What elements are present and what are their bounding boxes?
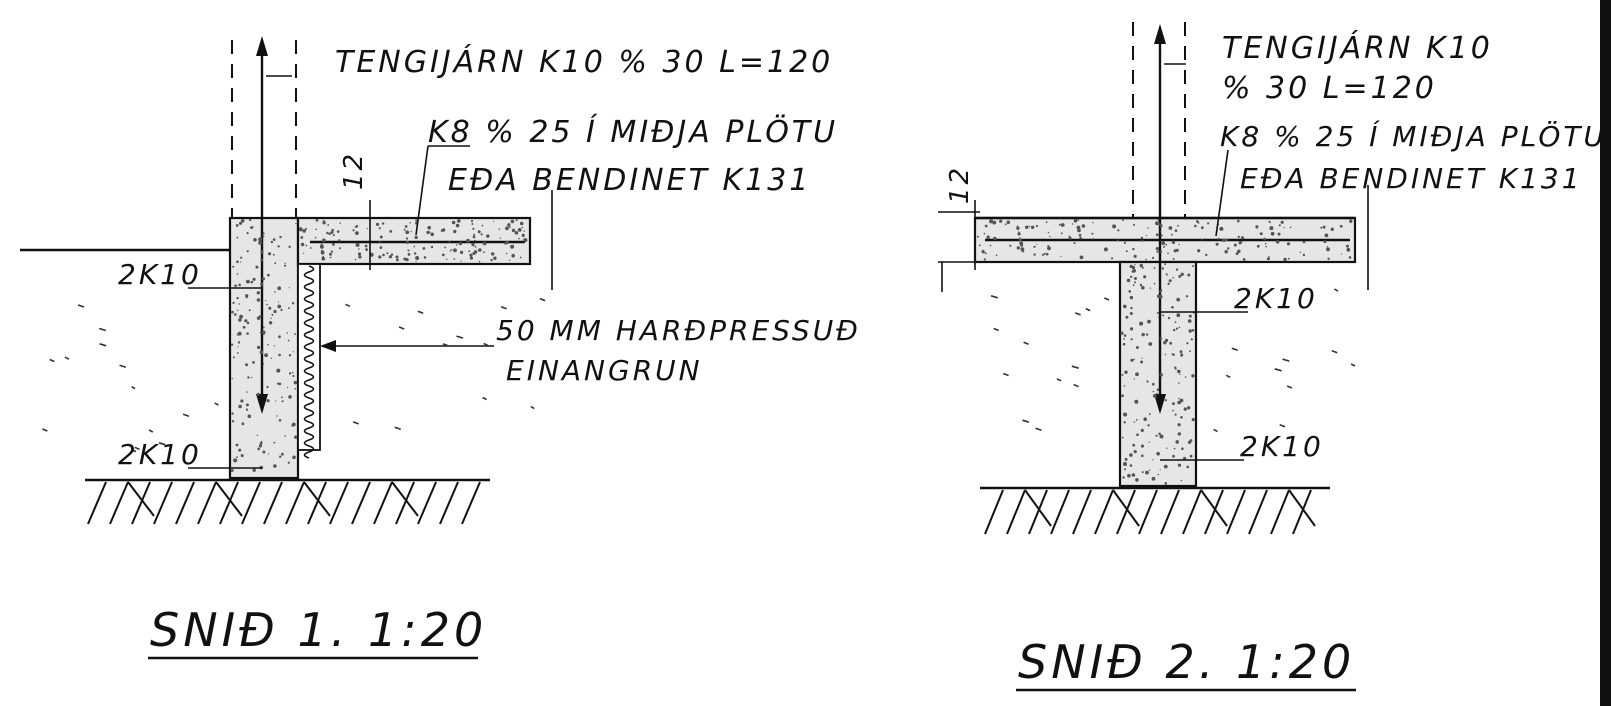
s1-foundation-wall	[228, 216, 300, 480]
s2-bar-lower-label: 2K10	[1240, 430, 1324, 463]
s1-slab-rebar-label-1: K8 % 25 Í MIÐJA PLÖTU	[428, 114, 838, 150]
s2-bar-upper-label: 2K10	[1234, 282, 1318, 315]
s2-anchor-rebar-label-2: % 30 L=120	[1222, 71, 1437, 106]
s1-title: SNIÐ 1. 1:20	[150, 603, 487, 657]
s2-slab-rebar-leader	[1215, 149, 1229, 237]
s1-soil-dots	[42, 297, 546, 453]
s1-insulation-wave	[303, 265, 315, 459]
s1-slab-rebar-leader	[415, 145, 429, 236]
s2-slab-rebar-label-2: EÐA BENDINET K131	[1240, 162, 1583, 195]
s1-anchor-arrow	[256, 36, 268, 56]
section-2-detail: TENGIJÁRN K10 % 30 L=120 K8 % 25 Í MIÐJA…	[938, 22, 1607, 692]
s2-dim-thickness: 12	[945, 165, 975, 204]
s1-bar-lower-label: 2K10	[118, 438, 202, 471]
section-1-detail: TENGIJÁRN K10 % 30 L=120 K8 % 25 Í MIÐJA…	[20, 36, 861, 660]
s2-anchor-rebar-label-1: TENGIJÁRN K10	[1222, 30, 1493, 66]
s2-earth-hatch	[984, 489, 1316, 535]
s2-title: SNIÐ 2. 1:20	[1018, 635, 1355, 689]
s1-insulation-arrow	[320, 340, 336, 352]
s2-concrete-speckle	[976, 219, 1353, 485]
s2-anchor-arrow	[1154, 24, 1166, 44]
s1-anchor-arrow-bottom	[256, 394, 268, 414]
s2-soil-dots	[990, 288, 1356, 433]
s1-concrete-speckle	[230, 218, 528, 472]
s1-dim-thickness: 12	[339, 151, 369, 190]
s1-bar-upper-label: 2K10	[118, 258, 202, 291]
sheet-border	[1600, 0, 1611, 706]
s2-slab-rebar-label-1: K8 % 25 Í MIÐJA PLÖTU	[1220, 119, 1607, 153]
s1-anchor-rebar-label: TENGIJÁRN K10 % 30 L=120	[335, 44, 833, 80]
s1-insulation-label-2: EINANGRUN	[506, 354, 703, 387]
s1-insulation	[297, 263, 321, 451]
s1-earth-hatch	[87, 481, 481, 525]
s1-slab-rebar-label-2: EÐA BENDINET K131	[448, 163, 811, 198]
s1-insulation-label-1: 50 MM HARÐPRESSUÐ	[496, 314, 861, 347]
s2-anchor-arrow-bottom	[1154, 394, 1166, 414]
